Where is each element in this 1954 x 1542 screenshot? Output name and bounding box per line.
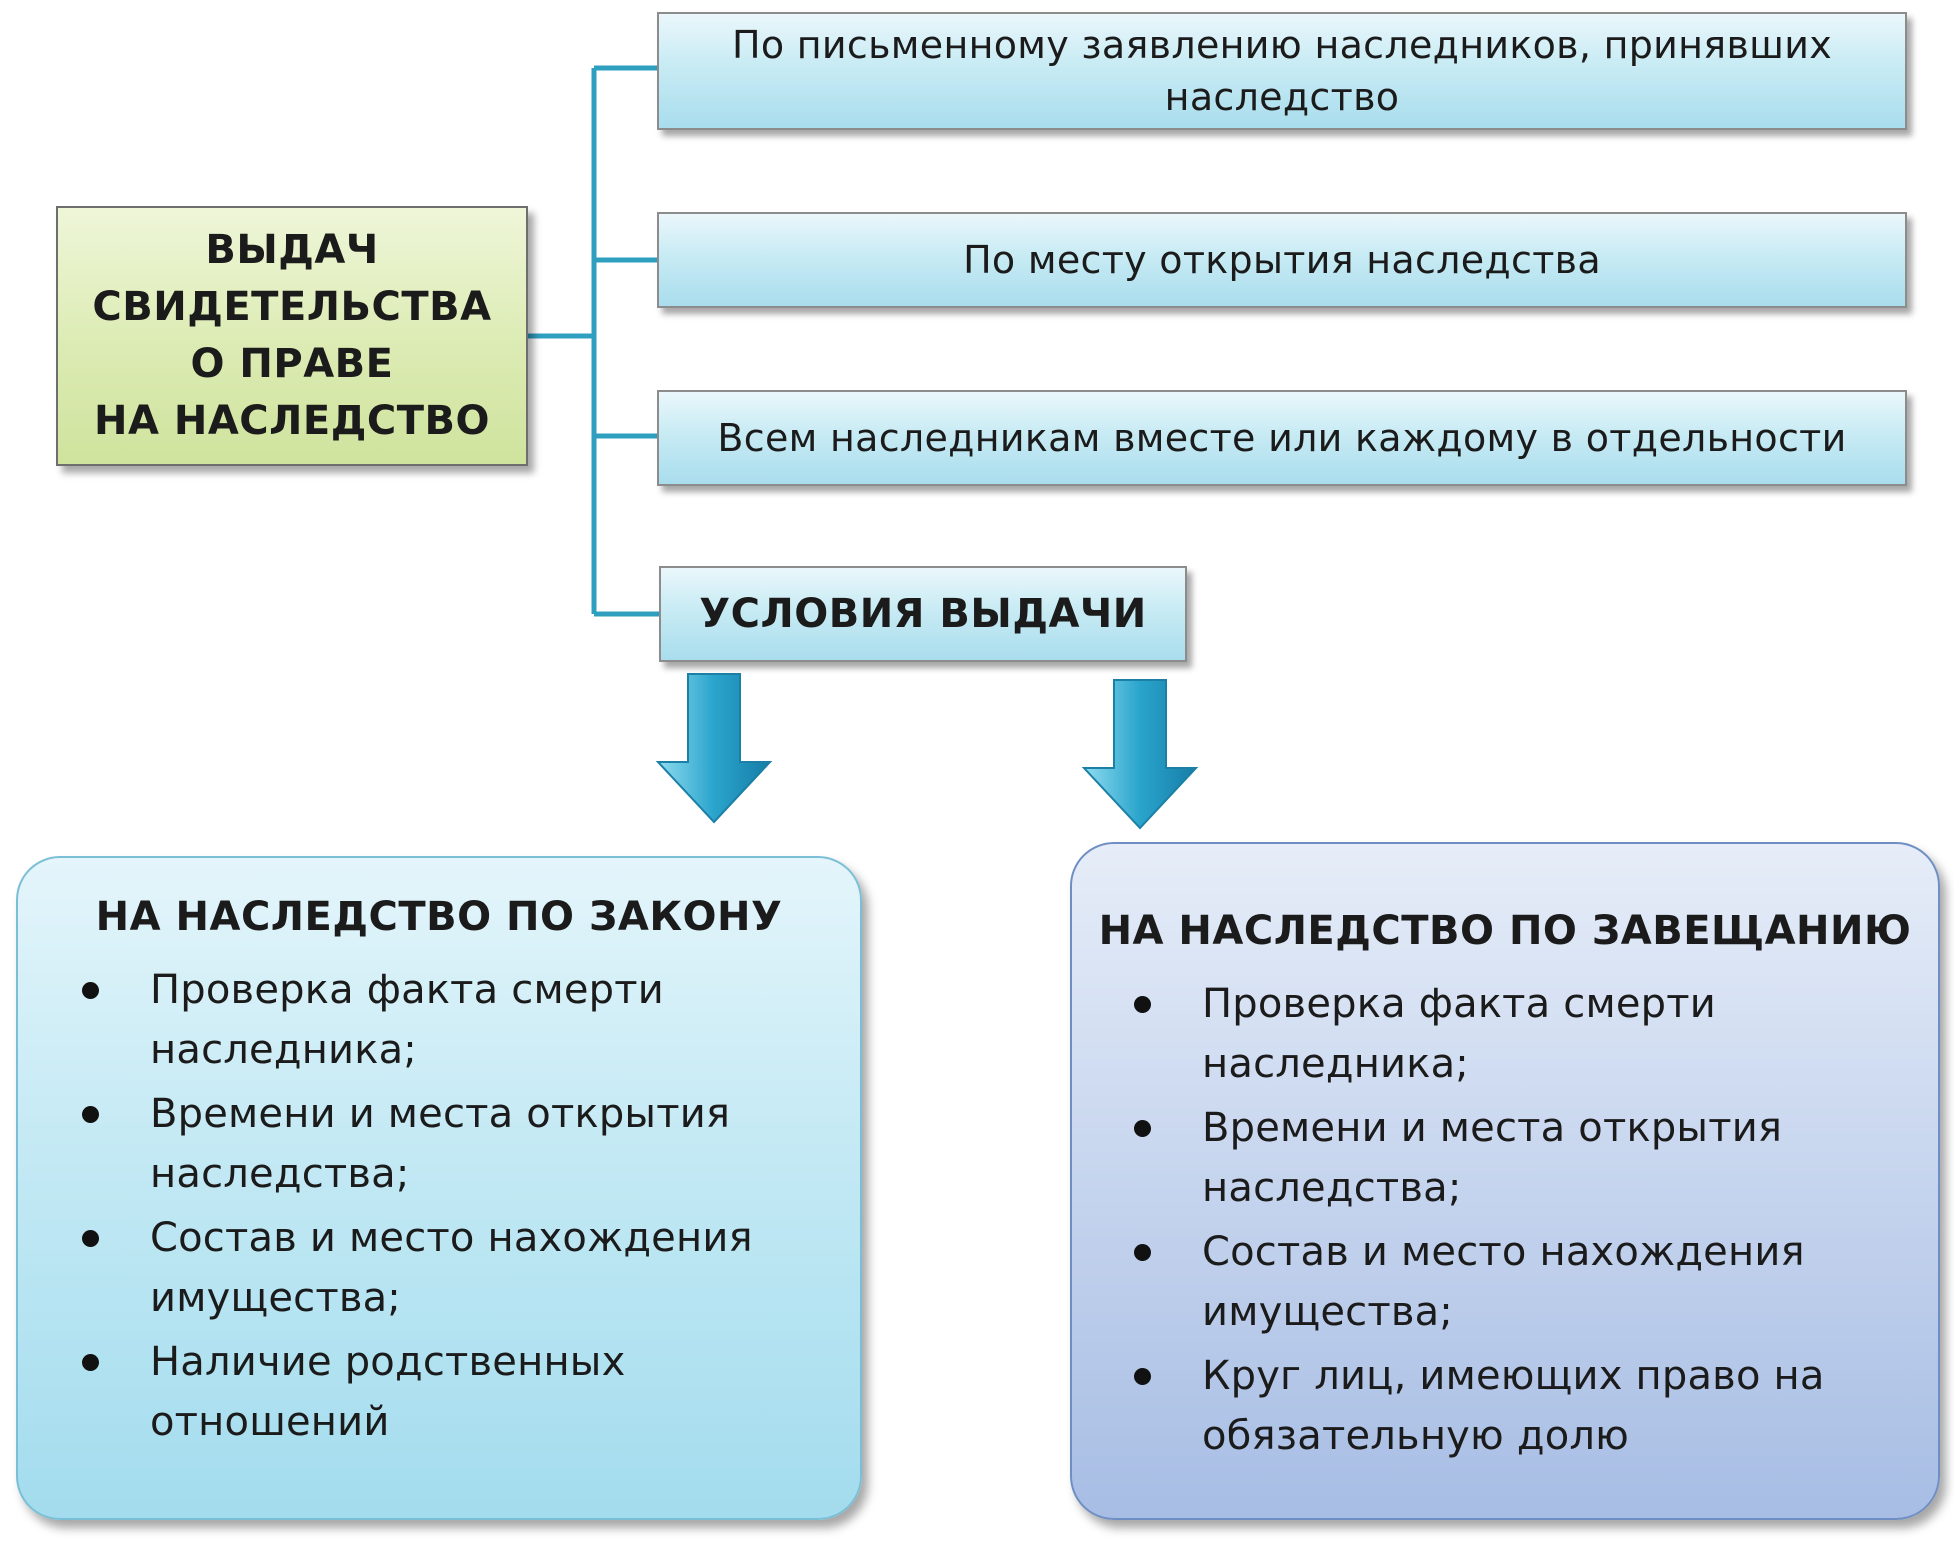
branch-box-written-application: По письменному заявлению наследников, пр… [657, 12, 1907, 130]
panel-by-will-title: НА НАСЛЕДСТВО ПО ЗАВЕЩАНИЮ [1098, 908, 1912, 954]
bullet-icon [82, 982, 99, 999]
bullet-icon [82, 1106, 99, 1123]
main-title-line-4: НА НАСЛЕДСТВО [94, 398, 490, 444]
list-item-text: Наличие родственных отношений [150, 1339, 626, 1445]
panel-by-law: НА НАСЛЕДСТВО ПО ЗАКОНУ Проверка факта с… [16, 856, 862, 1520]
bullet-icon [1134, 996, 1151, 1013]
main-title-line-3: О ПРАВЕ [190, 341, 394, 387]
list-item: Состав и место нахождения имущества; [1134, 1222, 1918, 1342]
bullet-icon [82, 1354, 99, 1371]
list-item-text: Проверка факта смерти наследника; [150, 967, 664, 1073]
list-item: Проверка факта смерти наследника; [1134, 974, 1918, 1094]
panel-by-will: НА НАСЛЕДСТВО ПО ЗАВЕЩАНИЮ Проверка факт… [1070, 842, 1940, 1520]
down-arrow-icon [655, 673, 773, 824]
branch-label-3: Всем наследникам вместе или каждому в от… [717, 416, 1847, 460]
panel-by-law-title: НА НАСЛЕДСТВО ПО ЗАКОНУ [95, 894, 783, 940]
main-title-line-1: ВЫДАЧ [205, 227, 379, 273]
list-item: Состав и место нахождения имущества; [82, 1208, 840, 1328]
list-item-text: Круг лиц, имеющих право на обязательную … [1202, 1353, 1825, 1459]
conditions-label: УСЛОВИЯ ВЫДАЧИ [699, 591, 1147, 637]
list-item: Времени и места открытия наследства; [82, 1084, 840, 1204]
branch-label-1: По письменному заявлению наследников, пр… [731, 23, 1833, 119]
branch-box-all-heirs: Всем наследникам вместе или каждому в от… [657, 390, 1907, 486]
down-arrow-icon [1081, 679, 1199, 830]
list-item-text: Проверка факта смерти наследника; [1202, 981, 1716, 1087]
branch-label-2: По месту открытия наследства [963, 238, 1601, 282]
panel-by-will-list: Проверка факта смерти наследника; Времен… [1134, 974, 1918, 1470]
list-item-text: Состав и место нахождения имущества; [1202, 1229, 1805, 1335]
panel-by-law-list: Проверка факта смерти наследника; Времен… [82, 960, 840, 1456]
bullet-icon [1134, 1120, 1151, 1137]
list-item: Наличие родственных отношений [82, 1332, 840, 1452]
list-item-text: Времени и места открытия наследства; [1202, 1105, 1783, 1211]
list-item: Круг лиц, имеющих право на обязательную … [1134, 1346, 1918, 1466]
list-item-text: Времени и места открытия наследства; [150, 1091, 731, 1197]
bullet-icon [1134, 1368, 1151, 1385]
branch-box-place-of-opening: По месту открытия наследства [657, 212, 1907, 308]
list-item: Времени и места открытия наследства; [1134, 1098, 1918, 1218]
conditions-box: УСЛОВИЯ ВЫДАЧИ [659, 566, 1187, 662]
list-item-text: Состав и место нахождения имущества; [150, 1215, 753, 1321]
main-title-line-2: СВИДЕТЕЛЬСТВА [92, 284, 492, 330]
main-title-box: ВЫДАЧ СВИДЕТЕЛЬСТВА О ПРАВЕ НА НАСЛЕДСТВ… [56, 206, 528, 466]
bullet-icon [1134, 1244, 1151, 1261]
list-item: Проверка факта смерти наследника; [82, 960, 840, 1080]
bullet-icon [82, 1230, 99, 1247]
